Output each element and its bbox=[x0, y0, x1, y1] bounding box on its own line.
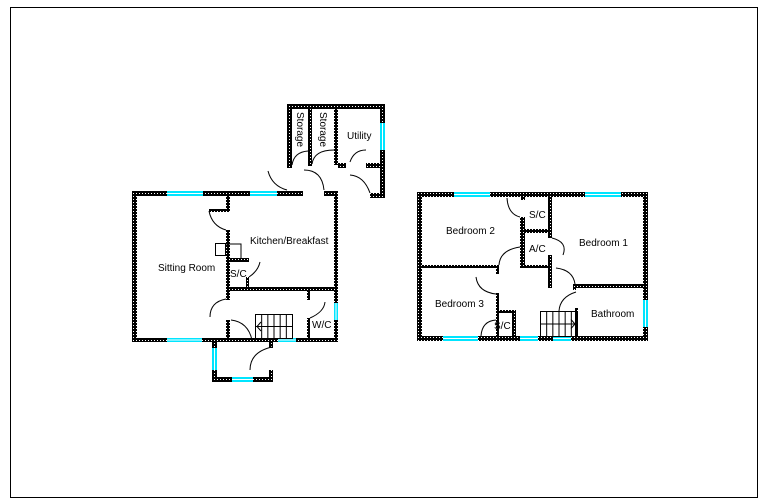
room-label-utility: Utility bbox=[347, 131, 371, 142]
room-label-storage-1: Storage bbox=[294, 112, 305, 147]
door-swing bbox=[349, 149, 367, 163]
wall bbox=[422, 265, 499, 268]
wall bbox=[226, 320, 230, 342]
door-swing bbox=[311, 149, 335, 165]
door-swing bbox=[551, 237, 565, 256]
room-label-store-cupboard-2: S/C bbox=[494, 321, 511, 332]
stair-arrow-icon bbox=[256, 321, 262, 332]
wall bbox=[370, 193, 385, 198]
wall bbox=[209, 209, 230, 212]
wall bbox=[520, 217, 525, 268]
door-swing bbox=[309, 301, 326, 319]
wall bbox=[308, 104, 312, 166]
wall bbox=[230, 287, 338, 291]
room-label-sitting-room: Sitting Room bbox=[158, 263, 215, 274]
stair-arrow-icon bbox=[570, 319, 576, 329]
wall bbox=[548, 197, 552, 238]
fireplace bbox=[215, 243, 242, 258]
door-swing bbox=[267, 170, 288, 191]
room-label-store-cupboard-1: S/C bbox=[529, 210, 546, 221]
wall bbox=[269, 338, 273, 348]
wall bbox=[496, 310, 516, 313]
door-swing bbox=[303, 169, 325, 191]
wall bbox=[496, 293, 499, 336]
door-swing bbox=[230, 319, 253, 341]
door-swing bbox=[480, 319, 497, 337]
room-label-storage-2: Storage bbox=[317, 112, 328, 147]
door-swing bbox=[475, 276, 497, 295]
page-border bbox=[10, 7, 758, 498]
room-label-wc: W/C bbox=[312, 320, 331, 331]
wall bbox=[548, 255, 552, 288]
door-swing bbox=[506, 197, 521, 218]
wall bbox=[525, 229, 550, 233]
door-swing bbox=[498, 246, 521, 266]
stairs bbox=[255, 311, 578, 339]
wall bbox=[132, 338, 338, 342]
wall bbox=[230, 258, 249, 262]
room-label-bedroom-2: Bedroom 2 bbox=[446, 226, 495, 237]
wall bbox=[512, 310, 516, 336]
door-swing bbox=[248, 261, 261, 278]
door-swing bbox=[555, 267, 576, 285]
wall bbox=[287, 104, 292, 168]
room-label-bathroom: Bathroom bbox=[591, 309, 634, 320]
wall bbox=[417, 192, 648, 197]
wall bbox=[246, 277, 249, 287]
wall bbox=[132, 191, 303, 196]
room-label-bedroom-3: Bedroom 3 bbox=[435, 299, 484, 310]
wall bbox=[520, 265, 552, 268]
wall bbox=[226, 196, 230, 212]
wall bbox=[277, 191, 303, 196]
wall bbox=[643, 192, 648, 341]
wall bbox=[366, 163, 385, 168]
door-swing bbox=[349, 174, 371, 194]
wall bbox=[132, 191, 137, 342]
room-label-kitchen: Kitchen/Breakfast bbox=[250, 236, 329, 247]
wall bbox=[575, 284, 648, 288]
door-swing bbox=[291, 150, 309, 166]
wall bbox=[417, 192, 422, 341]
door-swing bbox=[208, 210, 227, 231]
wall bbox=[334, 104, 338, 165]
wall bbox=[307, 291, 310, 300]
wall bbox=[226, 297, 230, 300]
wall bbox=[334, 191, 338, 342]
room-label-airing-cupboard: A/C bbox=[529, 244, 546, 255]
room-label-bedroom-1: Bedroom 1 bbox=[579, 238, 628, 249]
wall bbox=[521, 197, 525, 200]
room-label-store-cupboard: S/C bbox=[230, 269, 247, 280]
wall bbox=[307, 318, 310, 338]
door-swing bbox=[249, 346, 273, 371]
wall bbox=[575, 308, 578, 336]
doors bbox=[208, 149, 577, 371]
wall bbox=[338, 163, 346, 168]
door-swing bbox=[209, 298, 227, 318]
wall bbox=[573, 284, 576, 290]
wall bbox=[226, 230, 230, 297]
door-swing bbox=[558, 291, 577, 312]
wall bbox=[269, 370, 273, 382]
windows bbox=[167, 123, 648, 382]
wall bbox=[496, 265, 499, 274]
wall bbox=[324, 191, 338, 196]
wall bbox=[380, 104, 385, 198]
